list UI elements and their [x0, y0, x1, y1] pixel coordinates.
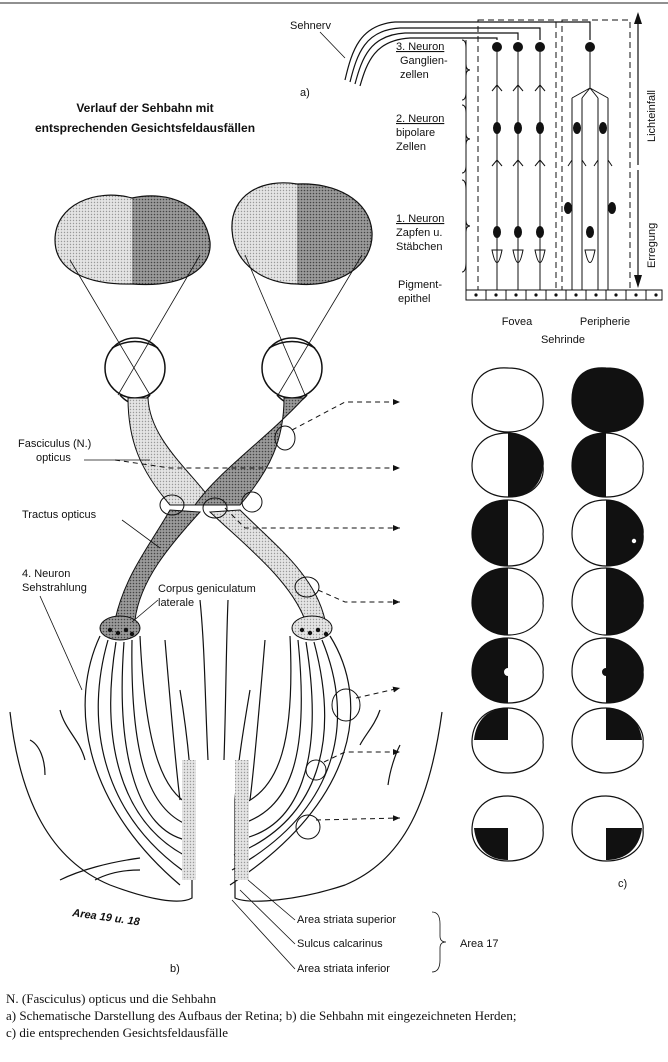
- fasciculus-line1: Fasciculus (N.): [18, 438, 91, 450]
- neuron3-line3: zellen: [400, 69, 429, 81]
- erregung-label: Erregung: [646, 223, 658, 268]
- neuron1-line1: 1. Neuron: [396, 213, 444, 225]
- neuron1-line2: Zapfen u.: [396, 227, 442, 239]
- panel-a-label: a): [300, 87, 310, 99]
- striata-sup-label: Area striata superior: [297, 914, 396, 926]
- right-visual-field: [232, 183, 372, 285]
- field-defects: c): [472, 368, 643, 890]
- lgn-left: [100, 616, 140, 640]
- left-visual-field: [55, 195, 210, 284]
- caption-line-1: N. (Fasciculus) opticus und die Sehbahn: [6, 990, 666, 1007]
- neuron2-line1: 2. Neuron: [396, 113, 444, 125]
- fasciculus-line2: opticus: [36, 452, 71, 464]
- striata-inf-label: Area striata inferior: [297, 963, 390, 975]
- retina-schematic: Sehnerv a): [290, 12, 662, 346]
- panel-c-label: c): [618, 878, 627, 890]
- area19-label: Area 19 u. 18: [71, 907, 142, 929]
- neuron2-line3: Zellen: [396, 141, 426, 153]
- title-line-2: entsprechenden Gesichtsfeldausfällen: [35, 121, 255, 135]
- corpus-line2: laterale: [158, 597, 194, 609]
- tractus-label: Tractus opticus: [22, 509, 97, 521]
- sehrinde-label: Sehrinde: [541, 334, 585, 346]
- lichteinfall-label: Lichteinfall: [646, 90, 658, 142]
- left-eye: [105, 338, 165, 404]
- pigment-line1: Pigment-: [398, 279, 442, 291]
- area17-label: Area 17: [460, 938, 499, 950]
- optic-radiation: [85, 636, 351, 885]
- title-line-1: Verlauf der Sehbahn mit: [76, 101, 213, 115]
- neuron3-line2: Ganglien-: [400, 55, 448, 67]
- sulcus-label: Sulcus calcarinus: [297, 938, 383, 950]
- caption-line-2: a) Schematische Darstellung des Aufbaus …: [6, 1007, 666, 1024]
- neuron3-line1: 3. Neuron: [396, 41, 444, 53]
- figure-caption: N. (Fasciculus) opticus und die Sehbahn …: [6, 990, 666, 1041]
- sehnerv-label: Sehnerv: [290, 20, 331, 32]
- pigment-line2: epithel: [398, 293, 430, 305]
- optic-nerves: [128, 398, 304, 505]
- neuron2-line2: bipolare: [396, 127, 435, 139]
- caption-line-3: c) die entsprechenden Gesichtsfeldausfäl…: [6, 1024, 666, 1041]
- optic-tracts: [115, 510, 325, 620]
- neuron4-line1: 4. Neuron: [22, 568, 70, 580]
- peripherie-label: Peripherie: [580, 316, 630, 328]
- occipital-lobes: [10, 600, 442, 901]
- neuron4-line2: Sehstrahlung: [22, 582, 87, 594]
- corpus-line1: Corpus geniculatum: [158, 583, 256, 595]
- neuron1-line3: Stäbchen: [396, 241, 442, 253]
- fovea-label: Fovea: [502, 316, 533, 328]
- panel-b-label: b): [170, 963, 180, 975]
- lgn-right: [292, 616, 332, 640]
- right-eye: [262, 338, 322, 404]
